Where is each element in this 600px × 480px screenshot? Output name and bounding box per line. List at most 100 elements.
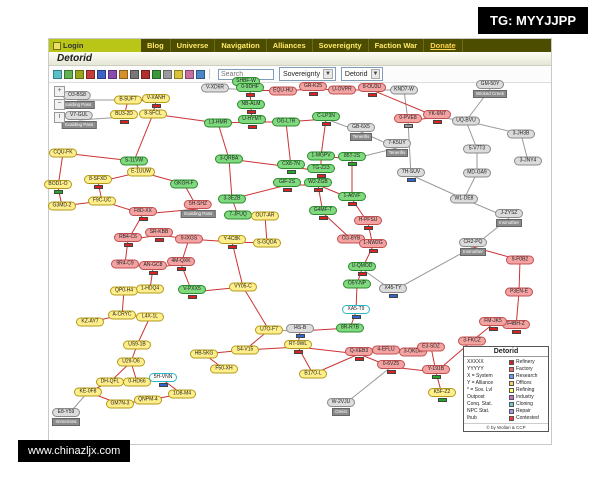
system-node[interactable]: 9-IXGS: [175, 234, 203, 244]
system-node[interactable]: V-XANH: [142, 94, 170, 108]
system-node[interactable]: UQ-BVU: [452, 116, 480, 126]
system-node[interactable]: Y-191B: [422, 365, 450, 379]
sovereignty-dropdown[interactable]: Sovereignty ▼: [279, 67, 336, 81]
system-node[interactable]: U7O-F7: [255, 325, 283, 335]
printer-icon[interactable]: [163, 69, 172, 79]
system-node[interactable]: BU3-2D: [110, 110, 138, 124]
outpost-icon[interactable]: [130, 69, 139, 79]
system-node[interactable]: DH-QFL: [96, 377, 124, 387]
system-node[interactable]: P3EN-E: [505, 287, 533, 297]
system-node[interactable]: O5Y-NP: [343, 279, 371, 289]
info-button[interactable]: i: [54, 112, 65, 123]
system-node[interactable]: U-HYMT: [238, 115, 266, 129]
system-node[interactable]: S4-V15: [231, 345, 259, 355]
system-node[interactable]: 1-A6VF: [338, 192, 366, 206]
system-node[interactable]: CX8-7N: [277, 160, 305, 174]
system-node[interactable]: F8D-XX: [129, 207, 157, 221]
system-node[interactable]: GIF-2S: [273, 178, 301, 192]
region-map-icon[interactable]: [53, 69, 62, 79]
system-node[interactable]: 3-3EZB: [218, 194, 246, 204]
npc-kills-icon[interactable]: [97, 69, 106, 79]
system-node[interactable]: OU7-AR: [251, 211, 279, 221]
system-node[interactable]: F50-XH: [210, 364, 238, 374]
system-node[interactable]: GR-K25: [299, 82, 327, 96]
system-node[interactable]: U-QMOD: [348, 262, 376, 276]
system-node[interactable]: H-PFSU: [354, 216, 382, 230]
system-node[interactable]: 5H-VNN: [149, 373, 177, 387]
system-node[interactable]: 8-SFXD: [84, 175, 112, 189]
system-node[interactable]: GKGH-F: [170, 179, 198, 189]
system-node[interactable]: 8-SFCL: [139, 109, 167, 119]
system-node[interactable]: L4X-1L: [136, 312, 164, 322]
system-node[interactable]: B17O-L: [299, 369, 327, 379]
system-node[interactable]: X45-TY: [379, 284, 407, 298]
nav-item-navigation[interactable]: Navigation: [215, 39, 267, 52]
jump-map-icon[interactable]: [64, 69, 73, 79]
system-node[interactable]: 85T-2S: [338, 152, 366, 166]
system-node[interactable]: 8R-RTB: [336, 323, 364, 333]
system-node[interactable]: W2-ZGB: [304, 178, 332, 192]
system-node[interactable]: KZ-AY7: [76, 317, 104, 327]
system-node[interactable]: S-GQDA: [253, 238, 281, 248]
system-node[interactable]: W1-DE8: [450, 194, 478, 204]
bookmark-icon[interactable]: [174, 69, 183, 79]
system-node[interactable]: U29-O6: [117, 357, 145, 367]
system-node[interactable]: AN-GC8: [139, 261, 167, 275]
system-node[interactable]: 9-F0B2: [506, 255, 534, 265]
nav-item-universe[interactable]: Universe: [171, 39, 216, 52]
system-node[interactable]: EQU-HU: [269, 86, 297, 96]
red-flag-icon[interactable]: [141, 69, 150, 79]
region-dropdown[interactable]: Detorid ▼: [340, 67, 384, 81]
system-node[interactable]: 3-JNY4: [514, 156, 542, 166]
system-node[interactable]: NB-ALM: [237, 100, 265, 114]
system-node[interactable]: 1-HDQ4: [136, 284, 164, 294]
system-node[interactable]: BOD1-O: [44, 180, 72, 194]
nav-item-alliances[interactable]: Alliances: [267, 39, 313, 52]
system-node[interactable]: Q-XEB3: [345, 347, 373, 361]
system-node[interactable]: C-LP3N: [312, 112, 340, 126]
sov-map-icon[interactable]: [75, 69, 84, 79]
system-node[interactable]: 4-EFLU: [372, 345, 400, 355]
nav-item-faction-war[interactable]: Faction War: [369, 39, 425, 52]
system-node[interactable]: GM7N-3: [106, 399, 134, 409]
system-node[interactable]: YK-6N7: [423, 110, 451, 124]
system-node[interactable]: 0-HD66: [123, 377, 151, 387]
system-node[interactable]: RT-9WL: [284, 340, 312, 354]
system-node[interactable]: KE-0F8: [74, 387, 102, 397]
system-node[interactable]: OG-L7R: [272, 117, 300, 127]
green-flag-icon[interactable]: [152, 69, 161, 79]
system-node[interactable]: V-PXX5: [178, 285, 206, 299]
help-icon[interactable]: [196, 69, 205, 79]
system-node[interactable]: Y-4C8K: [218, 235, 246, 249]
system-node[interactable]: 0-9DHF: [236, 83, 264, 97]
system-node[interactable]: E3-SDZ: [417, 342, 445, 352]
system-node[interactable]: 1-MGPV: [307, 151, 335, 161]
system-node[interactable]: E-1UUW: [127, 167, 155, 177]
system-node[interactable]: MD-GA9: [463, 168, 491, 178]
system-node[interactable]: U-OVPR: [328, 85, 356, 95]
system-node[interactable]: L3-HMR: [204, 118, 232, 128]
system-node[interactable]: 0-6VZ5: [377, 360, 405, 374]
system-node[interactable]: G3MD-2: [48, 201, 76, 211]
nav-item-sovereignty[interactable]: Sovereignty: [313, 39, 369, 52]
system-node[interactable]: FM-JK5: [479, 317, 507, 331]
system-node[interactable]: 1-NW2G: [359, 239, 387, 253]
system-node[interactable]: 5-V7T3: [463, 144, 491, 154]
system-node[interactable]: 7-JFUQ: [224, 210, 252, 220]
rss-icon[interactable]: [185, 69, 194, 79]
system-node[interactable]: B-5UF7: [114, 95, 142, 105]
system-node[interactable]: 8-OU3U: [358, 83, 386, 97]
system-node[interactable]: K5F-Z2: [428, 388, 456, 402]
kills-map-icon[interactable]: [86, 69, 95, 79]
system-node[interactable]: SR-KBB: [145, 228, 173, 242]
system-node[interactable]: QP0-H4: [110, 286, 138, 296]
zoom-out-button[interactable]: −: [54, 99, 65, 110]
system-node[interactable]: QNPM-4: [134, 395, 162, 405]
